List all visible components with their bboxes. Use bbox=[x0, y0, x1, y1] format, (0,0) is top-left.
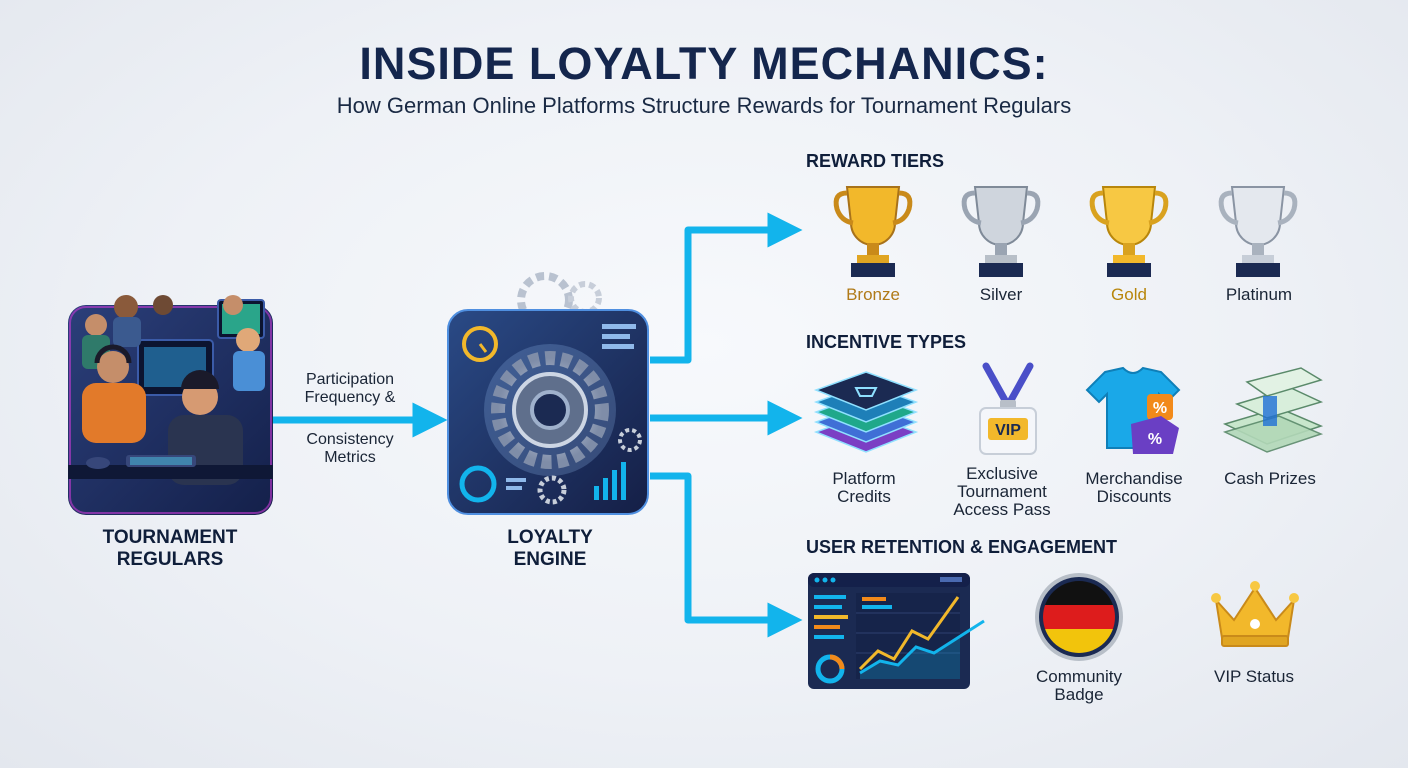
loyalty-engine-label-line1: LOYALTY bbox=[507, 527, 593, 548]
tournament-regulars-illustration bbox=[68, 295, 273, 515]
svg-text:%: % bbox=[1153, 400, 1167, 417]
trophy-silver-icon bbox=[961, 186, 1041, 277]
incentive-access-pass-line2: Tournament bbox=[957, 482, 1047, 501]
incentive-platform-credits-line1: Platform bbox=[832, 469, 896, 488]
engagement-dashboard-icon bbox=[808, 573, 985, 689]
trophy-platinum-icon bbox=[1218, 186, 1298, 277]
vip-crown-icon bbox=[1211, 581, 1299, 647]
connector-text-line2: Frequency & bbox=[304, 389, 396, 406]
incentive-access-pass-line1: Exclusive bbox=[966, 464, 1038, 483]
community-badge-label-line2: Badge bbox=[1054, 685, 1104, 704]
incentive-access-pass-line3: Access Pass bbox=[953, 500, 1051, 519]
arrow-to-tiers bbox=[650, 212, 803, 364]
tier-label-gold: Gold bbox=[1111, 285, 1147, 304]
community-badge-label-line1: Community bbox=[1036, 667, 1122, 686]
tournament-regulars-label-line1: TOURNAMENT bbox=[102, 527, 238, 548]
cash-prizes-icon bbox=[1222, 367, 1324, 453]
tournament-regulars-label-line2: REGULARS bbox=[116, 549, 224, 570]
incentive-types-heading: INCENTIVE TYPES bbox=[806, 332, 967, 352]
community-badge-icon bbox=[1035, 573, 1123, 661]
svg-text:%: % bbox=[1148, 431, 1162, 448]
connector-text-line4: Metrics bbox=[324, 449, 376, 466]
vip-badge-text: VIP bbox=[995, 422, 1021, 439]
incentive-platform-credits-line2: Credits bbox=[837, 487, 891, 506]
page-subtitle: How German Online Platforms Structure Re… bbox=[336, 93, 1072, 118]
access-pass-icon: VIP bbox=[979, 362, 1037, 455]
connector-text-line3: Consistency bbox=[306, 431, 394, 448]
vip-status-label: VIP Status bbox=[1213, 667, 1294, 686]
trophy-bronze-icon bbox=[833, 186, 913, 277]
page-title: INSIDE LOYALTY MECHANICS: bbox=[359, 38, 1049, 89]
reward-tiers-heading: REWARD TIERS bbox=[806, 151, 945, 171]
tier-label-silver: Silver bbox=[979, 285, 1023, 304]
retention-heading: USER RETENTION & ENGAGEMENT bbox=[806, 537, 1118, 557]
tier-label-bronze: Bronze bbox=[846, 285, 900, 304]
tier-label-platinum: Platinum bbox=[1225, 285, 1293, 304]
connector-text-line1: Participation bbox=[305, 371, 395, 388]
platform-credits-icon bbox=[813, 371, 919, 453]
incentive-merchandise-line1: Merchandise bbox=[1085, 469, 1183, 488]
incentive-merchandise-line2: Discounts bbox=[1096, 487, 1172, 506]
trophy-gold-icon bbox=[1089, 186, 1169, 277]
incentive-cash-prizes-label: Cash Prizes bbox=[1224, 469, 1316, 488]
merchandise-discounts-icon: % % bbox=[1085, 366, 1181, 454]
loyalty-engine-label-line2: ENGINE bbox=[513, 549, 587, 570]
loyalty-engine-illustration bbox=[447, 272, 649, 515]
arrow-to-retention bbox=[650, 472, 803, 638]
